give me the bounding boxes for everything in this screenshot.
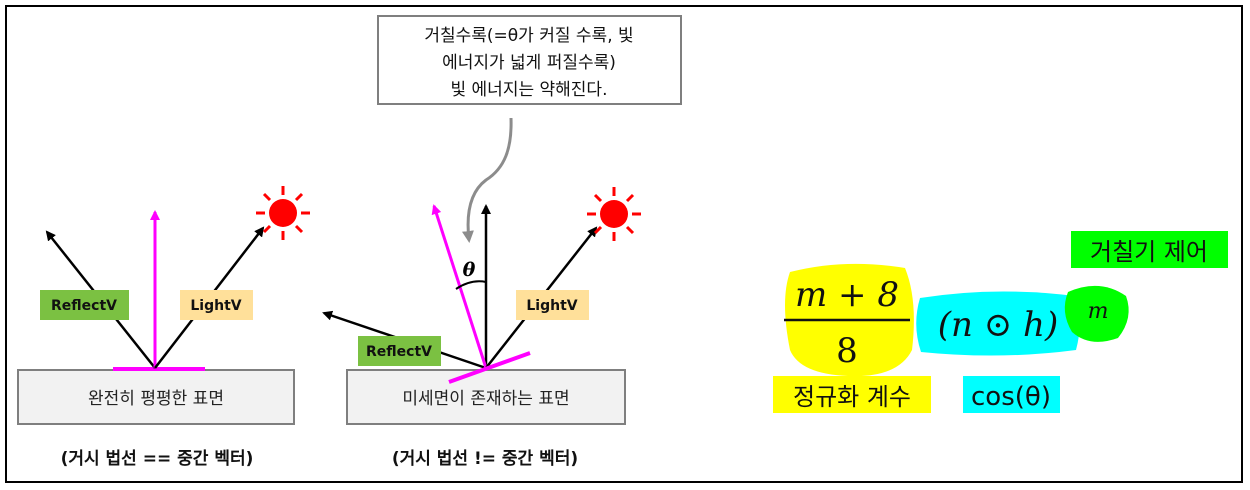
normalization-label-bg <box>773 376 931 413</box>
callout-line-1: 거칠수록(=θ가 커질 수록, 빛 <box>424 26 633 46</box>
right-panel: 미세면이 존재하는 표면 θ ReflectV LightV (거시 법선 !=… <box>322 185 643 469</box>
callout-arrow-icon <box>462 117 513 243</box>
left-surface-label: 완전히 평평한 표면 <box>88 389 224 409</box>
right-reflect-badge <box>358 336 441 366</box>
left-light-label: LightV <box>190 298 241 314</box>
dot-term-highlight <box>916 291 1080 356</box>
formula-dot-term: (n ⊙ h) <box>938 305 1058 345</box>
left-sun-icon <box>254 184 312 242</box>
theta-arc <box>455 280 487 290</box>
right-microfacet-line <box>448 351 531 384</box>
right-surface-label: 미세면이 존재하는 표면 <box>402 389 569 409</box>
left-light-badge <box>180 290 253 320</box>
left-reflect-label: ReflectV <box>51 298 117 314</box>
right-light-badge <box>516 290 589 320</box>
left-panel: 완전히 평평한 표면 ReflectV LightV (거시 법선 == 중간 … <box>17 184 312 469</box>
roughness-label-bg <box>1071 231 1228 268</box>
right-surface-box <box>346 369 626 425</box>
left-caption: (거시 법선 == 중간 벡터) <box>61 449 254 469</box>
formula-denominator: 8 <box>836 331 858 371</box>
normalization-label: 정규화 계수 <box>793 383 911 411</box>
diagram-frame <box>5 5 1243 483</box>
left-reflect-badge <box>40 290 129 320</box>
right-sun-icon <box>585 185 643 243</box>
theta-label: θ <box>463 259 476 281</box>
formula: 거칠기 제어 정규화 계수 cos(θ) m + 8 8 (n ⊙ h) m <box>773 231 1228 413</box>
cos-label: cos(θ) <box>971 382 1051 412</box>
roughness-label: 거칠기 제어 <box>1090 238 1208 266</box>
right-reflect-label: ReflectV <box>366 344 432 360</box>
right-caption: (거시 법선 != 중간 벡터) <box>392 449 578 469</box>
callout-line-3: 빛 에너지는 약해진다. <box>451 80 608 100</box>
left-surface-box <box>17 369 295 425</box>
formula-numerator: m + 8 <box>795 275 899 315</box>
callout: 거칠수록(=θ가 커질 수록, 빛 에너지가 넓게 퍼질수록) 빛 에너지는 약… <box>377 15 682 105</box>
right-light-label: LightV <box>526 298 577 314</box>
cos-label-bg <box>963 376 1060 413</box>
exponent-highlight <box>1064 285 1129 342</box>
callout-line-2: 에너지가 넓게 퍼질수록) <box>442 53 616 73</box>
formula-exponent: m <box>1088 299 1109 324</box>
